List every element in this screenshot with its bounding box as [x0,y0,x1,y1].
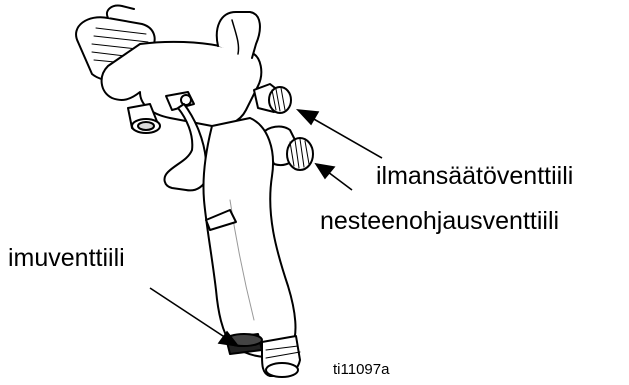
air-valve-leader [312,118,382,158]
suction-valve-label: imuventtiili [8,244,125,273]
fluid-valve-label: nesteenohjausventtiili [320,207,559,236]
air-valve-label: ilmansäätöventtiili [376,162,573,191]
fluid-valve-leader [328,172,352,190]
air-valve-arrowhead [298,110,318,124]
air-valve-knob [254,84,291,113]
figure-id-label: ti11097a [333,361,389,378]
suction-valve-leader [150,288,226,338]
fluid-valve-arrowhead [316,164,334,178]
